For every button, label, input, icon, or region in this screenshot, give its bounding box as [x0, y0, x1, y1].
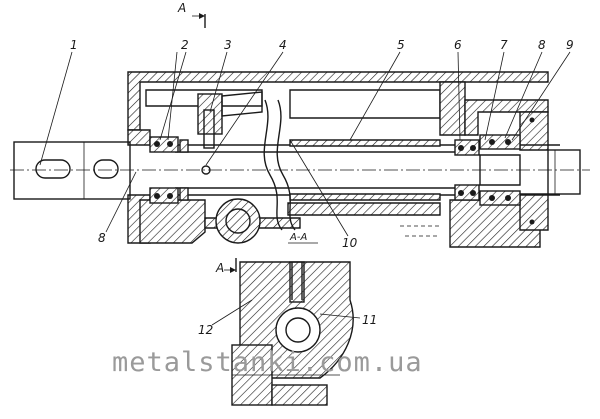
label-part-12: 12	[198, 323, 213, 337]
label-part-6: 6	[454, 38, 462, 52]
clamp-assembly	[197, 91, 263, 175]
label-part-11: 11	[362, 313, 377, 327]
leader-lines	[39, 51, 571, 326]
section-mark-side-label: A	[215, 261, 224, 275]
output-flange	[529, 117, 581, 225]
label-part-10: 10	[342, 236, 358, 250]
label-part-5: 5	[397, 38, 405, 52]
label-part-7: 7	[500, 38, 508, 52]
section-view	[231, 261, 354, 406]
watermark: metalstanki.com.ua	[112, 347, 423, 378]
label-part-2: 2	[181, 38, 189, 52]
housing	[127, 71, 549, 248]
section-marks	[192, 13, 318, 273]
bearings-right	[454, 134, 521, 206]
drive-end	[13, 141, 131, 200]
label-part-8: 8	[538, 38, 546, 52]
label-part-1: 1	[70, 38, 78, 52]
section-mark-top-label: A	[177, 1, 186, 15]
label-part-9: 9	[566, 38, 574, 52]
label-part-8-lower: 8	[98, 231, 106, 245]
label-part-3: 3	[224, 38, 232, 52]
section-title: A-A	[289, 232, 307, 243]
label-part-4: 4	[279, 38, 287, 52]
bearings-left	[149, 136, 189, 204]
